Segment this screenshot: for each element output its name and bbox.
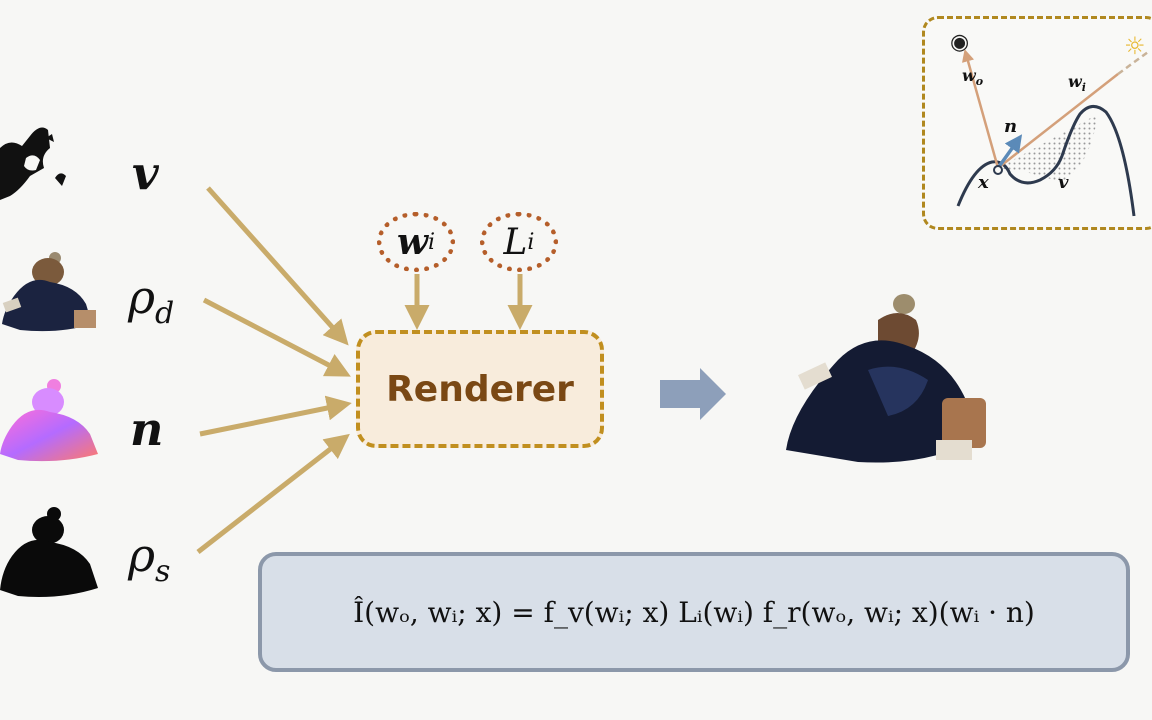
light-intensity-symbol: L — [503, 221, 528, 263]
renderer-box: Renderer — [356, 330, 604, 448]
inset-label-x: x — [978, 172, 989, 193]
sun-icon: ☼ — [1124, 32, 1146, 60]
light-direction-symbol: w — [396, 221, 428, 263]
arrow-diffuse-albedo — [202, 297, 351, 377]
specular-subscript: s — [155, 554, 171, 590]
inset-label-wi: wi — [1068, 72, 1086, 94]
inset-wo-subscript: o — [975, 75, 984, 89]
specular-symbol: ρ — [128, 528, 156, 582]
specular-thumbnail — [0, 507, 98, 597]
inset-label-wo: wo — [962, 66, 983, 88]
inset-wo-symbol: w — [962, 66, 976, 85]
input-label-visibility: v — [132, 150, 159, 196]
normal-arrow — [996, 134, 1023, 170]
output-arrow — [660, 368, 726, 420]
arrow-normal — [199, 395, 352, 437]
eye-icon: ◉ — [950, 30, 970, 55]
input-label-normal: n — [130, 406, 163, 452]
view-direction-line — [962, 49, 1000, 169]
visibility-thumbnail — [0, 127, 66, 200]
visibility-symbol: v — [132, 146, 159, 200]
rendering-equation-box: Î(wₒ, wᵢ; x) = f_v(wᵢ; x) Lᵢ(wᵢ) f_r(wₒ,… — [258, 552, 1130, 672]
light-intensity-subscript: i — [527, 229, 535, 255]
arrow-specular — [196, 433, 350, 554]
normal-symbol: n — [130, 402, 164, 456]
light-direction-subscript: i — [427, 229, 436, 255]
arrow-visibility — [206, 186, 349, 346]
inset-label-n: n — [1004, 116, 1018, 137]
renderer-label: Renderer — [386, 368, 574, 410]
inset-wi-symbol: w — [1068, 72, 1082, 91]
normal-map-thumbnail — [0, 379, 98, 462]
inset-label-v: v — [1058, 172, 1069, 193]
rendering-equation: Î(wₒ, wᵢ; x) = f_v(wᵢ; x) Lᵢ(wᵢ) f_r(wₒ,… — [353, 595, 1035, 629]
diffuse-albedo-thumbnail — [2, 252, 96, 332]
inset-wi-subscript: i — [1081, 81, 1086, 95]
rendered-output-image — [786, 294, 986, 463]
input-label-diffuse-albedo: ρd — [128, 274, 174, 329]
diffuse-albedo-symbol: ρ — [128, 270, 156, 324]
input-label-specular: ρs — [128, 532, 170, 587]
geometry-inset-drawing — [956, 49, 1149, 217]
diffuse-albedo-subscript: d — [155, 296, 175, 332]
